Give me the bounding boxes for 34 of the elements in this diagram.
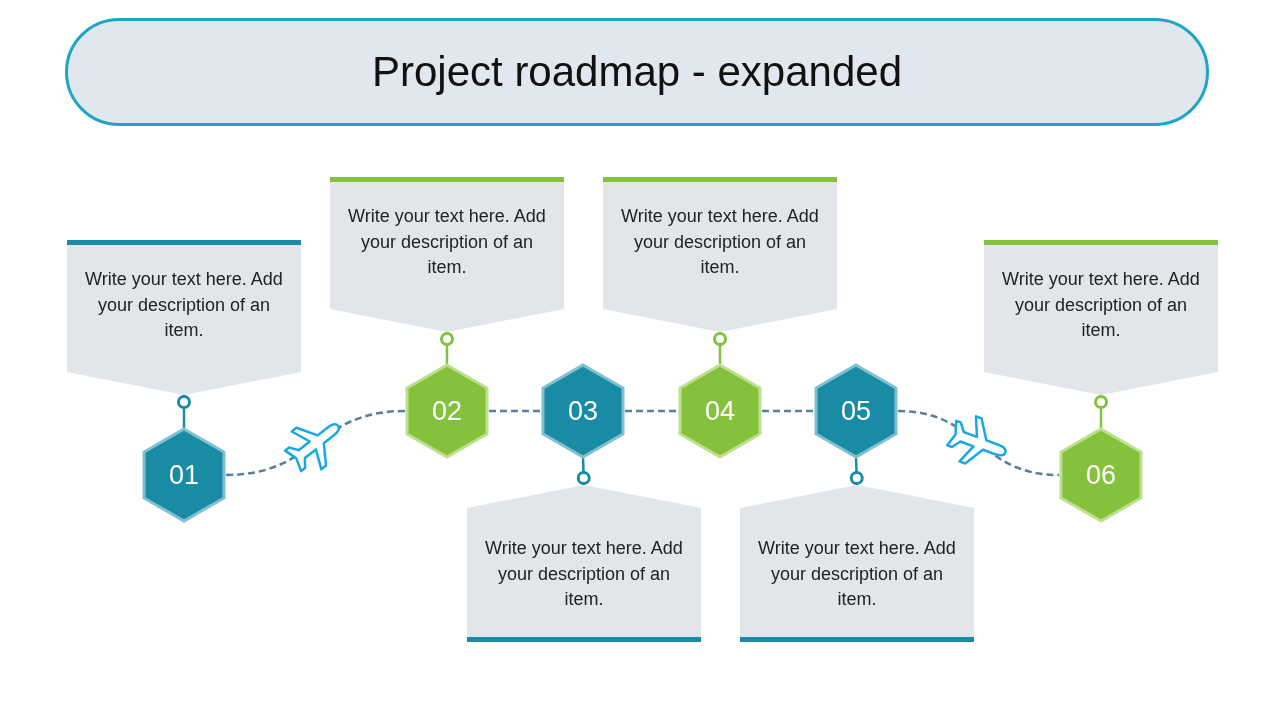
title-text: Project roadmap - expanded [372,48,902,96]
callout-box [740,485,974,642]
connector-line [1094,395,1108,428]
dashed-path-line [625,409,678,413]
hexagon-marker [678,363,762,459]
connector-line [849,457,864,486]
hexagon-marker [405,363,489,459]
callout-box [603,177,837,332]
hexagon-marker [814,363,898,459]
step-number: 01 [169,459,199,491]
connector-line [440,332,454,364]
step-number: 03 [568,395,598,427]
step-number: 06 [1086,459,1116,491]
description-text: Write your text here. Add your description of an item. [620,205,820,279]
step-number: 05 [841,395,871,427]
description-text: Write your text here. Add your description of an item. [84,268,284,342]
description-text: Write your text here. Add your description of an item. [347,205,547,279]
step-number: 04 [705,395,735,427]
dashed-path-line [489,409,541,413]
hexagon-marker [1059,427,1143,523]
description-text: Write your text here. Add your description of an item. [757,537,957,611]
callout-box [67,240,301,395]
description-text: Write your text here. Add your description of an item. [1001,268,1201,342]
hexagon-marker [541,363,625,459]
callout-box [330,177,564,332]
hexagon-marker [142,427,226,523]
connector-line [713,332,727,364]
callout-box [984,240,1218,395]
dashed-path-line [762,409,814,413]
callout-box [467,485,701,642]
step-number: 02 [432,395,462,427]
description-text: Write your text here. Add your description of an item. [484,537,684,611]
connector-line [177,395,191,428]
connector-line [576,457,591,486]
